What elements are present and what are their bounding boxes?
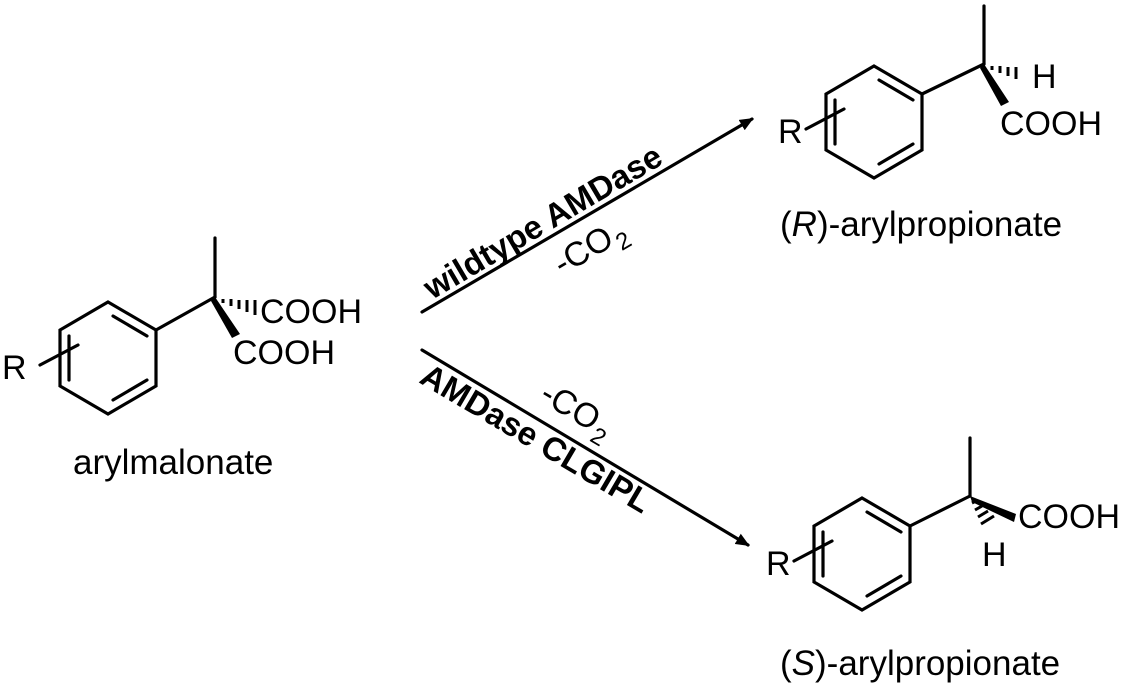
hashed-wedge-bond [221, 299, 257, 315]
r-substituent-bond [38, 343, 80, 367]
product-s-name: (S)-arylpropionate [780, 644, 1060, 683]
aryl-to-quaternary-carbon-bond [154, 295, 217, 332]
arylmalonate-structure: R COOH COOH arylmalonate [2, 236, 362, 482]
cooh-label-r: COOH [1000, 105, 1102, 143]
r-substituent-bond-r [804, 107, 846, 131]
aryl-to-chiral-carbon-bond-s [908, 494, 972, 528]
r-arylpropionate-structure: R H COOH (R)-arylpropionate [778, 4, 1102, 244]
h-label-s: H [982, 536, 1007, 574]
r-group-label-r: R [778, 113, 803, 151]
substrate-name: arylmalonate [73, 443, 273, 482]
solid-wedge-bond [211, 297, 240, 338]
benzene-ring [58, 300, 158, 416]
solid-wedge-to-cooh-r [980, 64, 1009, 106]
s-arylpropionate-structure: R COOH H (S)-arylpropionate [766, 436, 1120, 683]
cooh-label-s: COOH [1018, 498, 1120, 536]
r-substituent-bond-s [792, 539, 834, 563]
hashed-bond-to-h-r [990, 66, 1018, 79]
benzene-ring-s [812, 496, 912, 612]
product-r-name: (R)-arylpropionate [780, 205, 1062, 244]
reaction-arrow-bottom: -CO 2 AMDase CLGIPL [414, 348, 750, 547]
cooh-lower-label: COOH [233, 334, 335, 372]
cooh-upper-label: COOH [260, 293, 362, 331]
r-group-label-s: R [766, 545, 791, 583]
benzene-ring-r [824, 64, 924, 180]
aryl-to-chiral-carbon-bond-r [920, 62, 986, 96]
solid-wedge-to-cooh-s [970, 496, 1016, 522]
r-group-label: R [2, 349, 27, 387]
enzyme-label-wildtype: wildtype AMDase [416, 137, 668, 307]
reaction-arrow-top: wildtype AMDase -CO 2 [416, 117, 754, 314]
enzyme-label-clgipl: AMDase CLGIPL [414, 356, 657, 520]
h-label-r: H [1032, 58, 1057, 96]
